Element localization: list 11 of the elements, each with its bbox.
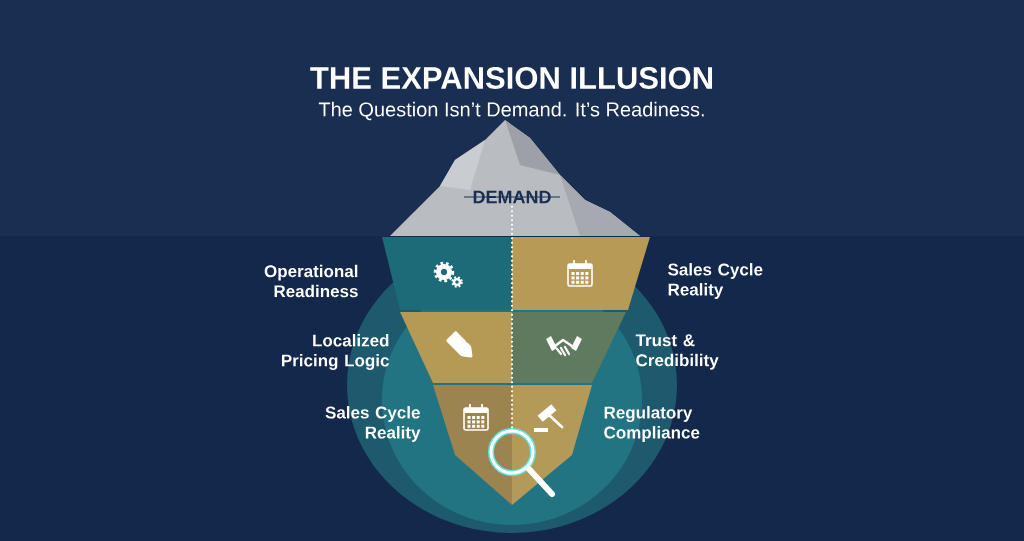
segment-label: Sales Cycle Reality	[668, 263, 763, 299]
title: THE EXPANSION ILLUSION	[310, 67, 712, 89]
segment-label: Operational Readiness	[264, 264, 358, 298]
segment-label: Localized Pricing Logic	[282, 334, 389, 370]
struck-text: DEMAND	[463, 190, 561, 204]
segment-label: Trust & Credibility	[635, 334, 719, 370]
segment-label: Regulatory Compliance	[604, 406, 700, 442]
segment-label: Sales Cycle Reality	[325, 406, 421, 442]
subtitle: The Question Isn’t Demand. It’s Readiness.	[318, 101, 704, 121]
dotted-line	[510, 205, 514, 430]
magnifier-drawing	[488, 428, 555, 497]
